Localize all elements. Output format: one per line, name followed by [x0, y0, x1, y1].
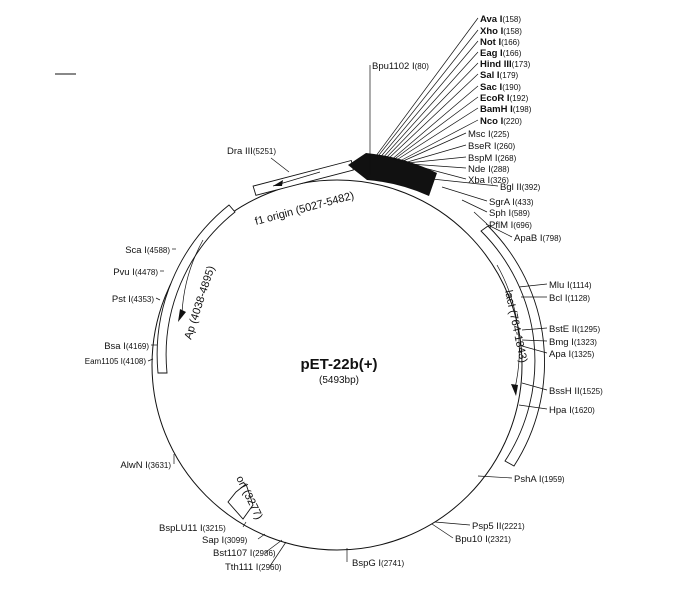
- site-alwn1: AlwN I(3631): [120, 460, 171, 471]
- site-sac1: Sac I(190): [480, 82, 521, 93]
- plasmid-backbone: [151, 179, 523, 551]
- site-bamh1: BamH I(198): [480, 104, 532, 115]
- plasmid-size: (5493bp): [319, 375, 359, 386]
- site-nco1: Nco I(220): [480, 116, 522, 127]
- site-dra3: Dra III(5251): [227, 146, 276, 157]
- site-hpa1: Hpa I(1620): [549, 405, 595, 416]
- site-hind3: Hind III(173): [480, 59, 531, 70]
- site-sgra1: SgrA I(433): [489, 197, 534, 208]
- f1-origin-box: [252, 159, 354, 196]
- site-eag1: Eag I(166): [480, 48, 522, 59]
- site-not1: Not I(166): [480, 37, 520, 48]
- site-psp5: Psp5 II(2221): [472, 521, 525, 532]
- right-leader-lines: [431, 283, 548, 539]
- site-ecor1: EcoR I(192): [480, 93, 529, 104]
- site-bsplu11: BspLU11 I(3215): [159, 523, 226, 534]
- site-ava1: Ava I(158): [480, 14, 521, 25]
- site-bgl2: Bgl II(392): [500, 182, 541, 193]
- plasmid-name: pET-22b(+): [300, 356, 377, 373]
- site-psha1: PshA I(1959): [514, 474, 565, 485]
- site-bpu1102: Bpu1102 I(80): [372, 61, 429, 72]
- site-xba1: Xba I(326): [468, 175, 509, 186]
- site-bspm1: BspM I(268): [468, 153, 517, 164]
- ap-box: [156, 204, 236, 374]
- site-bst1107: Bst1107 I(2986): [213, 548, 276, 559]
- ap-arrowhead: [178, 309, 186, 322]
- site-sap1: Sap I(3099): [202, 535, 248, 546]
- site-bsa1: Bsa I(4169): [104, 341, 149, 352]
- feature-ap-label: Ap (4038-4895): [182, 265, 217, 341]
- site-tth111: Tth111 I(2960): [225, 562, 282, 573]
- site-bpu10: Bpu10 I(2321): [455, 534, 511, 545]
- mcs-arrow: [348, 153, 437, 196]
- site-mlu1: Mlu I(1114): [549, 280, 592, 291]
- site-eam1105: Eam1105 I(4108): [85, 357, 147, 366]
- site-bssh2: BssH II(1525): [549, 386, 603, 397]
- site-bser1: BseR I(260): [468, 141, 516, 152]
- site-sca1: Sca I(4588): [125, 245, 170, 256]
- site-pvu1: Pvu I(4478): [113, 267, 158, 278]
- f1-arrowhead: [273, 180, 283, 186]
- site-sal1: Sal I(179): [480, 70, 519, 81]
- site-nde1: Nde I(288): [468, 164, 510, 175]
- site-apab1: ApaB I(798): [514, 233, 562, 244]
- site-apa1: Apa I(1325): [549, 349, 595, 360]
- feature-f1-label: f1 origin (5027-5482): [254, 190, 356, 228]
- site-bcl1: Bcl I(1128): [549, 293, 590, 304]
- site-sph1: Sph I(589): [489, 208, 530, 219]
- site-bmg1: Bmg I(1323): [549, 337, 597, 348]
- top-leader-lines: [369, 17, 513, 238]
- site-bspg1: BspG I(2741): [352, 558, 405, 569]
- ori-arrow: [227, 483, 254, 520]
- laci-arrowhead: [511, 384, 518, 396]
- site-pflm1: PflM I(696): [489, 220, 532, 231]
- left-leader-lines: [147, 157, 348, 567]
- site-xho1: Xho I(158): [480, 26, 522, 37]
- site-pst1: Pst I(4353): [112, 294, 154, 305]
- site-msc1: Msc I(225): [468, 129, 510, 140]
- site-bste2: BstE II(1295): [549, 324, 600, 335]
